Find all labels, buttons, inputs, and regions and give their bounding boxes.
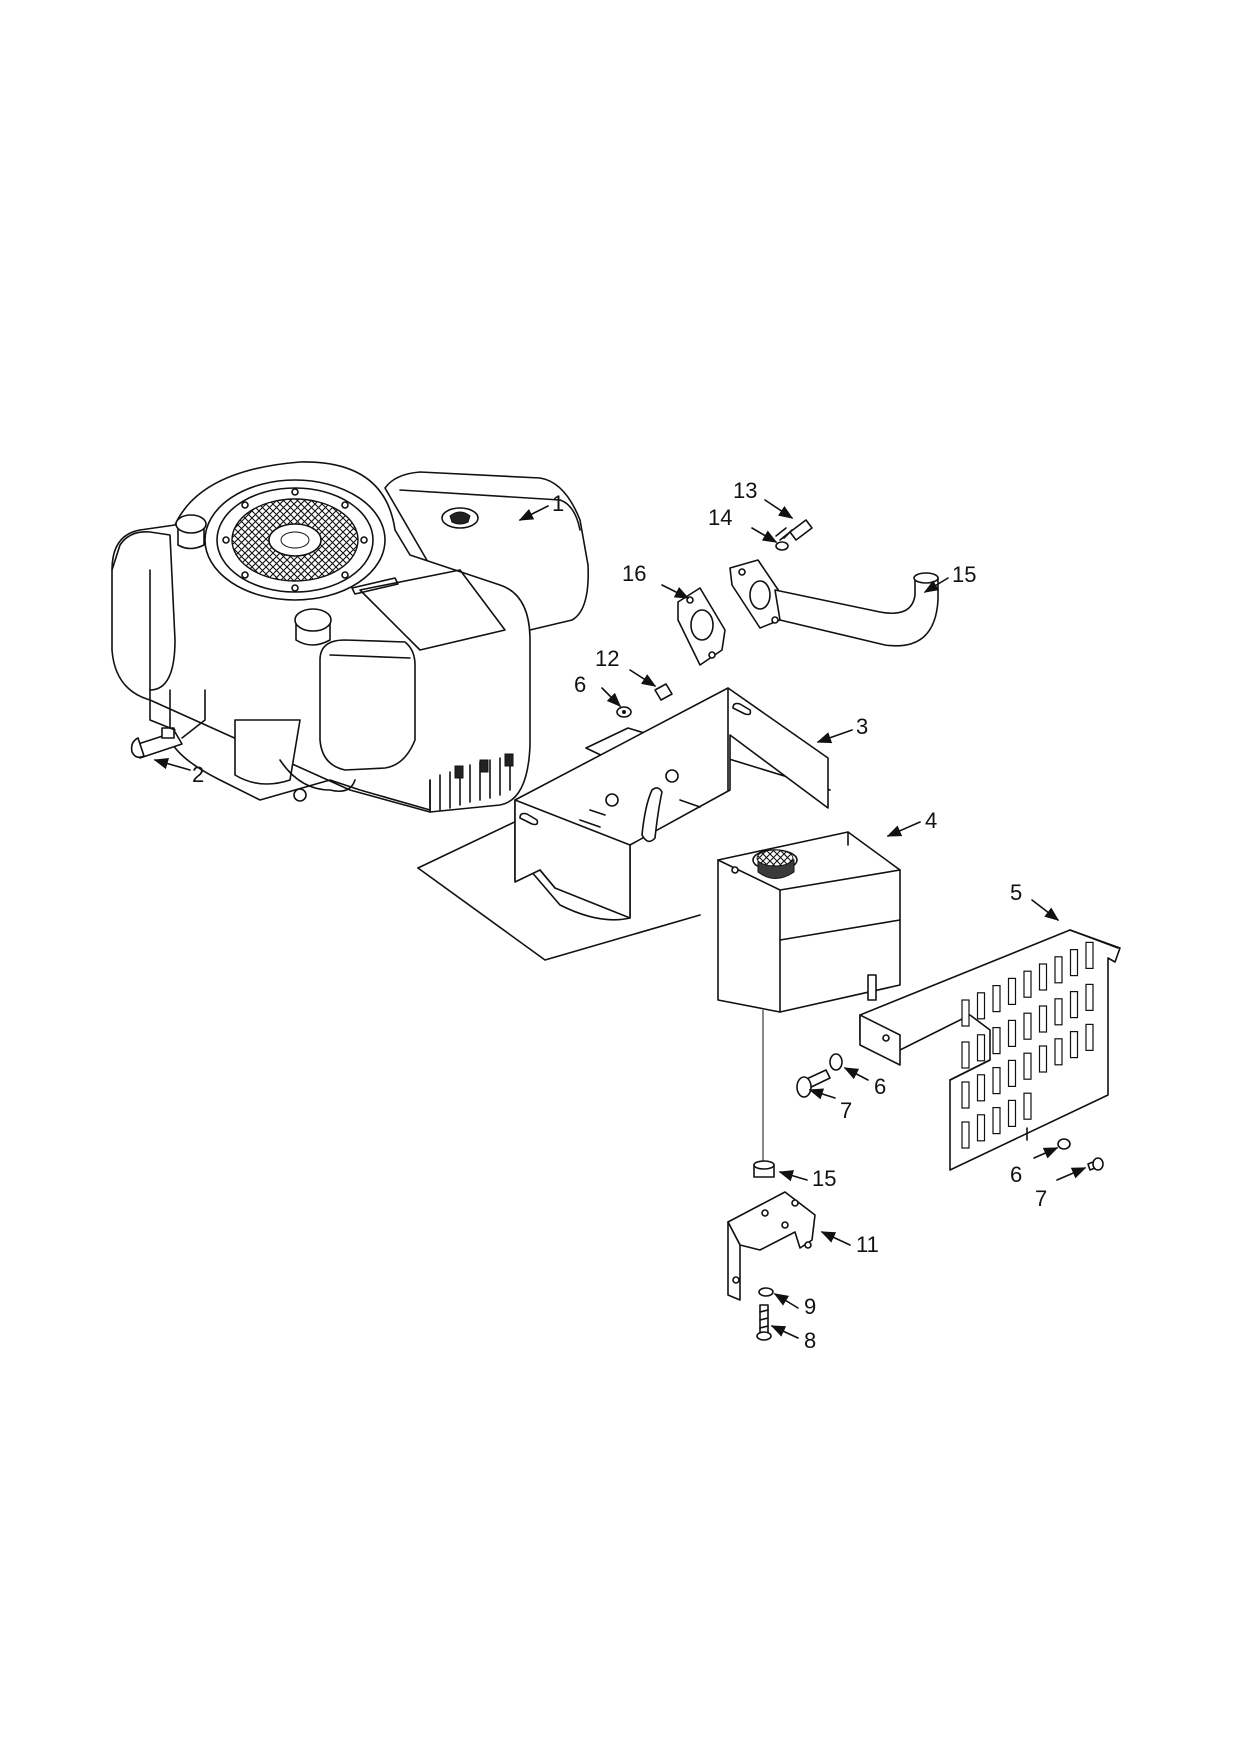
callout-5: 5 <box>1010 880 1023 905</box>
vent-slot <box>1023 1012 1032 1040</box>
callout-9: 9 <box>804 1294 817 1319</box>
callout-13: 13 <box>733 478 758 503</box>
lock-washer-part-14 <box>775 541 789 551</box>
vent-slot <box>1085 1023 1094 1052</box>
washer-part-6-middle <box>829 1053 843 1071</box>
vent-slot <box>992 1106 1001 1135</box>
vent-slot <box>1007 1019 1017 1048</box>
callout-6-middle: 6 <box>874 1074 887 1099</box>
callout-8: 8 <box>804 1328 817 1353</box>
callout-7-right: 7 <box>1035 1186 1048 1211</box>
callout-4: 4 <box>925 808 938 833</box>
vent-slot <box>961 999 970 1027</box>
muffler-part-4 <box>717 831 901 1165</box>
vent-slot <box>1054 1038 1063 1066</box>
washer-part-6-top <box>616 706 632 718</box>
vent-slot <box>1085 983 1094 1012</box>
perforated-guard-part-5 <box>859 929 1121 1171</box>
vent-slot <box>976 1074 986 1102</box>
heat-shield-part-3 <box>417 687 831 961</box>
vent-slot <box>1007 1099 1017 1128</box>
washer-part-6-right <box>1057 1138 1071 1150</box>
vent-slot <box>1023 970 1032 998</box>
callout-15-nut: 15 <box>812 1166 837 1191</box>
vent-slot <box>1007 1059 1017 1088</box>
vent-slot <box>1085 941 1094 970</box>
bolt-part-13 <box>775 519 813 541</box>
vent-slot <box>1038 963 1048 991</box>
bolt-part-7-right <box>1087 1157 1104 1171</box>
vent-slot <box>961 1041 970 1069</box>
vent-slot <box>1069 990 1079 1019</box>
mounting-bracket-part-11 <box>727 1191 816 1301</box>
vent-slot <box>1038 1005 1048 1033</box>
callout-6-top: 6 <box>574 672 587 697</box>
vent-slot <box>1069 1030 1079 1059</box>
callout-15-pipe: 15 <box>952 562 977 587</box>
vent-slot <box>961 1121 970 1149</box>
vent-slot <box>976 1034 986 1062</box>
vent-slot <box>1023 1052 1032 1080</box>
callout-3: 3 <box>856 714 869 739</box>
vent-slot <box>1007 977 1017 1006</box>
bolt-part-7-middle <box>796 1069 831 1098</box>
vent-slot <box>992 1026 1001 1055</box>
callout-12: 12 <box>595 646 620 671</box>
vent-slot <box>1038 1045 1048 1073</box>
vent-slot <box>961 1081 970 1109</box>
exhaust-pipe-part-15 <box>729 559 939 647</box>
vent-slot <box>1054 998 1063 1026</box>
callout-7-middle: 7 <box>840 1098 853 1123</box>
vent-slot <box>1054 956 1063 984</box>
callout-1: 1 <box>552 491 565 516</box>
callout-16: 16 <box>622 561 647 586</box>
gasket-part-16 <box>677 587 726 666</box>
callout-11: 11 <box>856 1232 879 1257</box>
nut-part-15-lower <box>753 1160 775 1178</box>
nut-part-12 <box>654 683 673 701</box>
callout-6-right: 6 <box>1010 1162 1023 1187</box>
guard-vent-slots <box>961 941 1094 1149</box>
vent-slot <box>1069 948 1079 977</box>
vent-slot <box>976 992 986 1020</box>
vent-slot <box>1023 1092 1032 1120</box>
engine-part-1 <box>111 461 589 813</box>
bolt-part-8 <box>756 1304 772 1341</box>
vent-slot <box>992 1066 1001 1095</box>
vent-slot <box>976 1114 986 1142</box>
leader-lines <box>153 499 1087 1339</box>
callout-14: 14 <box>708 505 733 530</box>
callout-2: 2 <box>192 762 205 787</box>
vent-slot <box>992 984 1001 1013</box>
washer-part-9 <box>758 1287 774 1297</box>
